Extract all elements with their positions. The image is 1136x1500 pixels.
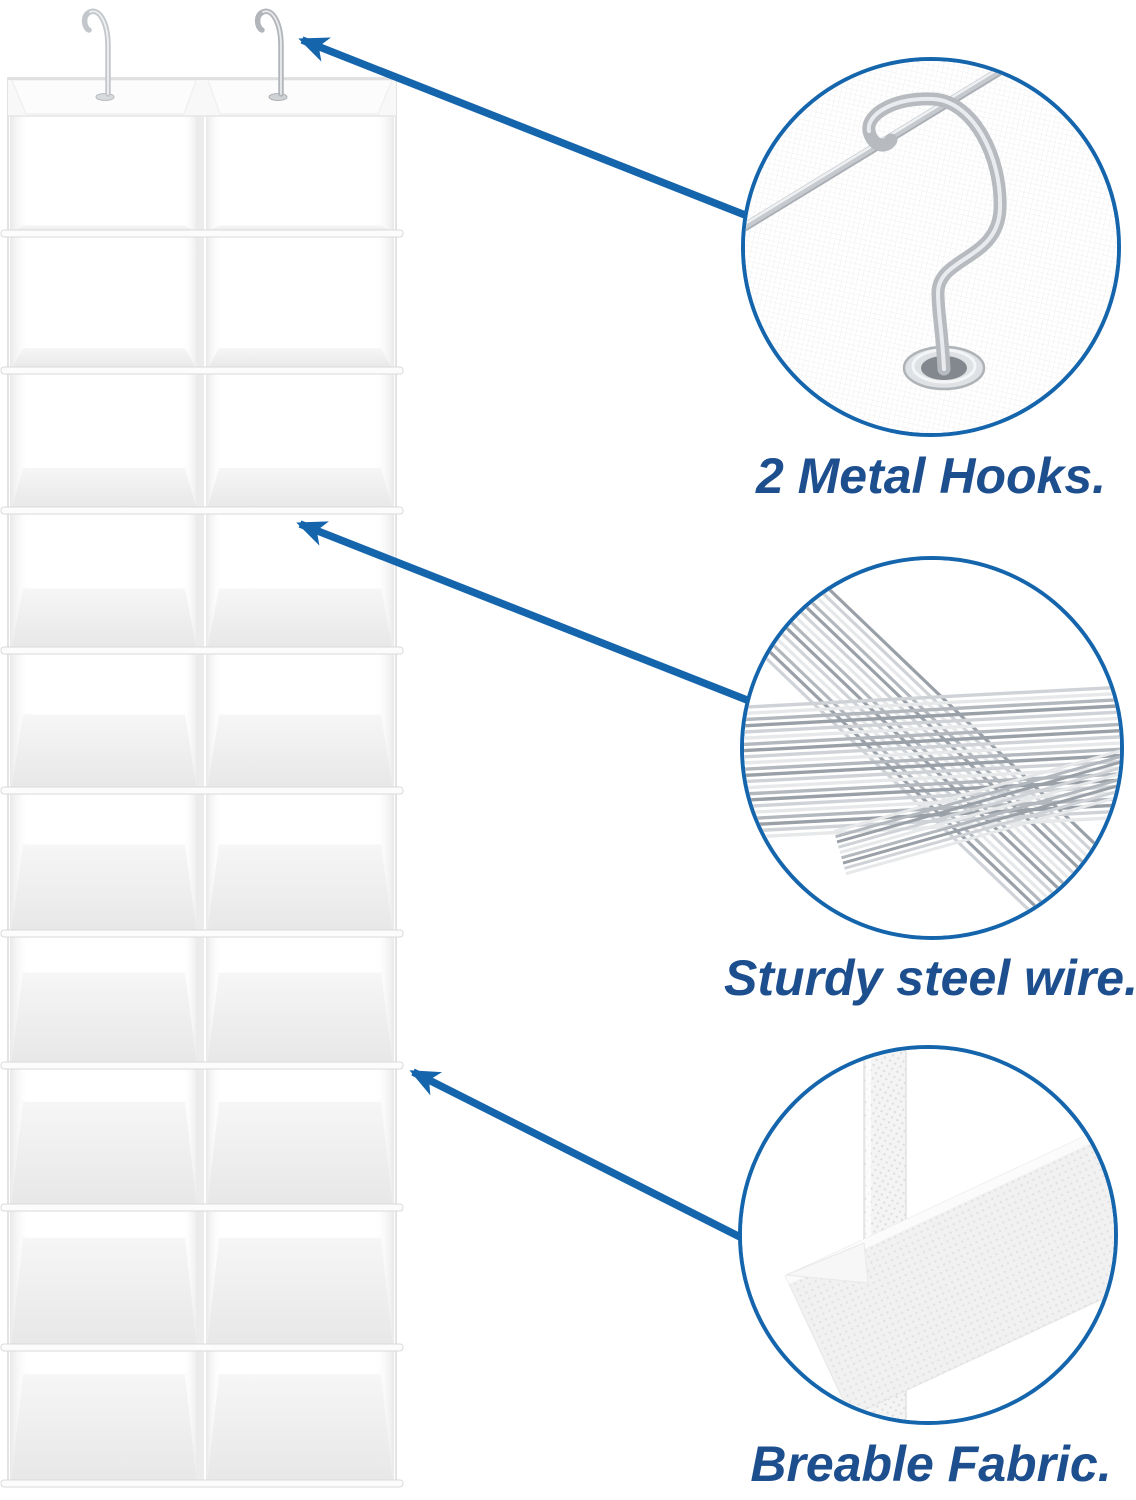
- steel-wire: [744, 710, 1120, 734]
- shelf-surface: [207, 972, 393, 1065]
- wire-bundle-short: [833, 749, 1120, 876]
- callout-label-steel-wire: Sturdy steel wire.: [723, 950, 1136, 1006]
- steel-wire: [744, 691, 1120, 716]
- steel-wire: [744, 728, 1120, 753]
- steel-wire: [744, 784, 1120, 809]
- steel-wire: [744, 778, 1120, 802]
- steel-wire: [842, 783, 1120, 865]
- shelf-surface: [11, 1101, 197, 1207]
- metal-hook-icon: [254, 8, 284, 97]
- shelf-surface: [207, 714, 393, 790]
- steel-wire: [744, 747, 1120, 771]
- callout-label-fabric: Breable Fabric.: [750, 1436, 1112, 1492]
- shelf-surface: [11, 714, 197, 790]
- steel-wire: [744, 735, 1120, 759]
- shelf-surface: [11, 844, 197, 933]
- shelf-front-lip: [0, 229, 404, 238]
- steel-wire: [835, 755, 1120, 839]
- steel-wire: [744, 697, 1120, 722]
- shelf-surface: [207, 468, 393, 510]
- metal-hook-grommet-photo: [745, 61, 1117, 433]
- steel-wire: [744, 815, 1120, 840]
- callout-label-metal-hooks: 2 Metal Hooks.: [755, 448, 1107, 504]
- shelf-surface: [207, 1374, 393, 1483]
- center-divider: [198, 78, 204, 1486]
- shelf-front-lip: [0, 1203, 404, 1212]
- steel-wire: [838, 766, 1120, 849]
- callout-circle-fabric: [738, 1045, 1118, 1425]
- shelf-grid: [0, 225, 404, 1488]
- arrow-to-shelf-wire: [296, 520, 749, 704]
- steel-wire: [845, 794, 1120, 876]
- steel-wire-bundle-photo: [744, 560, 1120, 936]
- shelf-surface: [11, 348, 197, 370]
- callout-circle-metal-hooks: [741, 57, 1121, 437]
- large-metal-hook-icon: [862, 92, 1007, 376]
- shelf-surface: [207, 1101, 393, 1207]
- arrow-to-hook: [298, 36, 747, 219]
- arrow-to-fabric: [409, 1068, 748, 1244]
- steel-wire: [744, 704, 1120, 728]
- shelf-front-lip: [0, 929, 404, 938]
- shelf-surface: [207, 1237, 393, 1347]
- shelf-surface: [207, 588, 393, 650]
- steel-wire: [744, 685, 1120, 709]
- shelf-front-lip: [0, 1061, 404, 1070]
- shelf-front-lip: [0, 1479, 404, 1488]
- shelf-front-lip: [0, 506, 404, 515]
- shelf-surface: [207, 348, 393, 370]
- steel-wire: [744, 753, 1120, 778]
- steel-wire: [839, 772, 1120, 854]
- steel-wire: [744, 722, 1120, 747]
- callout-circle-steel-wire: [740, 556, 1124, 940]
- shelf-surface: [11, 588, 197, 650]
- shelf-surface: [11, 468, 197, 510]
- fabric-shelf-sheet: [784, 1118, 1114, 1418]
- steel-wire: [836, 760, 1120, 844]
- shelf-surface: [11, 1374, 197, 1483]
- shelf-surface: [11, 1237, 197, 1347]
- shelf-front-lip: [0, 646, 404, 655]
- breathable-fabric-photo: [742, 1049, 1114, 1421]
- shelf-front-lip: [0, 1343, 404, 1352]
- steel-wire: [744, 741, 1120, 765]
- shelf-surface: [11, 972, 197, 1065]
- metal-hook-icon: [81, 8, 111, 97]
- steel-wire: [844, 789, 1120, 870]
- top-panel: [8, 78, 396, 117]
- steel-wire: [833, 749, 1120, 833]
- hanging-shoe-organizer: [0, 8, 404, 1488]
- shelf-surface: [207, 844, 393, 933]
- steel-wire: [841, 777, 1120, 860]
- hanging-rod-icon: [745, 61, 1025, 233]
- shelf-front-lip: [0, 366, 404, 375]
- shelf-front-lip: [0, 786, 404, 795]
- steel-wire: [744, 716, 1120, 740]
